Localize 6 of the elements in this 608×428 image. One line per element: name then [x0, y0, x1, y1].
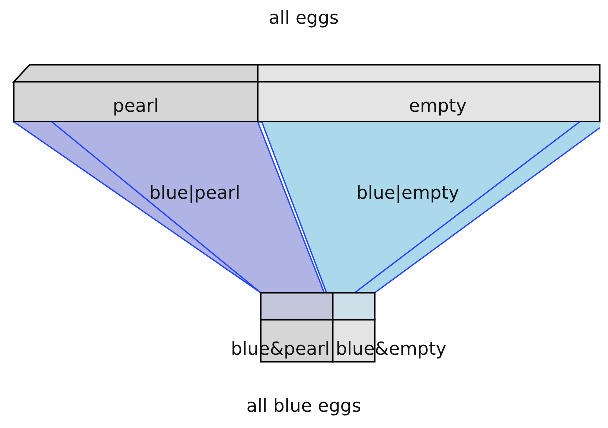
caption: all blue eggs	[246, 396, 362, 417]
title: all eggs	[268, 8, 340, 29]
region-label: blue|empty	[356, 183, 460, 205]
region-label: blue|pearl	[150, 183, 240, 205]
region-label: pearl	[113, 96, 159, 118]
region-label: empty	[409, 96, 467, 118]
